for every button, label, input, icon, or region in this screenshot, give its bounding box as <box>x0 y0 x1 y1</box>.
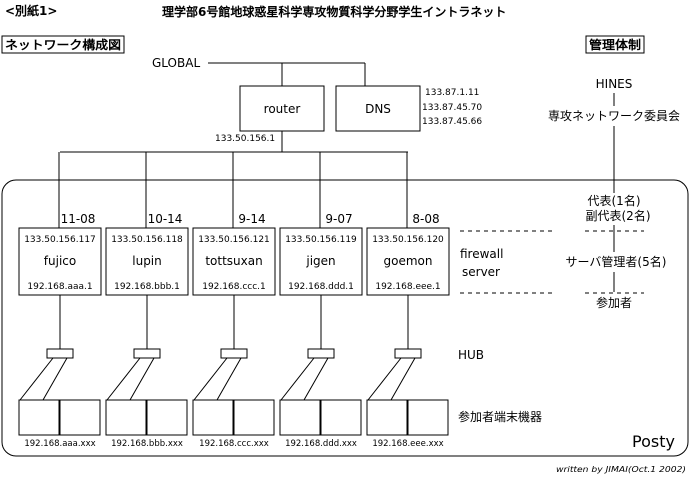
terminal-ip-range: 192.168.bbb.xxx <box>111 439 183 449</box>
page-title: 理学部6号館地球惑星科学専攻物質科学分野学生イントラネット <box>162 4 506 19</box>
dns-node <box>335 85 421 132</box>
firewall-label: firewall <box>460 247 503 261</box>
posty-label: Posty <box>632 432 675 451</box>
server-room-number: 10-14 <box>148 212 183 226</box>
hub-to-terminal-line <box>280 357 315 401</box>
hines-label: HINES <box>596 77 633 91</box>
management-heading: 管理体制 <box>589 37 641 52</box>
server-group: 11-08 133.50.156.117 fujico 192.168.aaa.1 19… <box>18 152 450 449</box>
credit-label: written by JIMAI(Oct.1 2002) <box>556 465 686 474</box>
hub-to-terminal-line <box>19 357 54 401</box>
server-lan-ip: 192.168.bbb.1 <box>114 282 180 292</box>
hub-device <box>133 348 161 359</box>
server-name: lupin <box>132 254 162 268</box>
posty-domain-boundary <box>1 179 689 457</box>
server-room-number: 11-08 <box>61 212 96 226</box>
hub-device <box>307 348 335 359</box>
server-public-ip: 133.50.156.118 <box>111 235 183 245</box>
terminal-ip-range: 192.168.ddd.xxx <box>285 439 357 449</box>
server-public-ip: 133.50.156.121 <box>198 235 270 245</box>
global-label: GLOBAL <box>152 56 200 70</box>
hub-device <box>394 348 422 359</box>
server-lan-ip: 192.168.aaa.1 <box>27 282 92 292</box>
terminal-device <box>18 399 60 436</box>
participants-label: 参加者 <box>596 295 632 310</box>
server-admin-label: サーバ管理者(5名) <box>566 254 667 269</box>
terminal-ip-range: 192.168.aaa.xxx <box>24 439 95 449</box>
server-public-ip: 133.50.156.119 <box>285 235 357 245</box>
server-lan-ip: 192.168.ccc.1 <box>202 282 266 292</box>
terminal-ip-range: 192.168.ccc.xxx <box>199 439 269 449</box>
terminal-device <box>192 399 234 436</box>
hub-device <box>46 348 74 359</box>
management-heading-box <box>585 35 645 54</box>
terminal-ip-range: 192.168.eee.xxx <box>372 439 443 449</box>
server-room-number: 9-14 <box>238 212 265 226</box>
server-node <box>366 227 450 296</box>
dns-label: DNS <box>365 102 391 116</box>
representative-label: 代表(1名) <box>588 193 641 208</box>
dns-ip-3: 133.87.45.66 <box>422 117 482 127</box>
terminal-device <box>366 399 408 436</box>
vice-representative-label: 副代表(2名) <box>586 208 651 223</box>
terminal-device <box>105 399 147 436</box>
server-node <box>279 227 363 296</box>
hub-to-terminal-line <box>106 357 141 401</box>
hub-to-terminal-line <box>303 357 329 401</box>
terminal-device <box>320 399 362 436</box>
server-public-ip: 133.50.156.117 <box>24 235 96 245</box>
terminal-device <box>146 399 188 436</box>
server-public-ip: 133.50.156.120 <box>372 235 444 245</box>
server-name: goemon <box>384 254 433 268</box>
hub-to-terminal-line <box>390 357 416 401</box>
hub-to-terminal-line <box>193 357 228 401</box>
terminal-label: 参加者端末機器 <box>458 409 542 424</box>
hub-to-terminal-line <box>216 357 242 401</box>
committee-label: 専攻ネットワーク委員会 <box>548 109 680 123</box>
server-label: server <box>462 265 500 279</box>
terminal-device <box>233 399 275 436</box>
server-name: jigen <box>305 254 335 268</box>
network-heading-box <box>1 35 125 54</box>
hub-to-terminal-line <box>129 357 155 401</box>
terminal-device <box>59 399 101 436</box>
hub-label: HUB <box>458 348 484 362</box>
server-room-number: 9-07 <box>325 212 352 226</box>
attachment-label: <別紙1> <box>5 3 57 18</box>
server-room-number: 8-08 <box>412 212 439 226</box>
network-heading: ネットワーク構成図 <box>5 37 121 52</box>
router-ip: 133.50.156.1 <box>215 134 275 144</box>
server-lan-ip: 192.168.ddd.1 <box>288 282 354 292</box>
server-name: tottsuxan <box>205 254 262 268</box>
server-node <box>192 227 276 296</box>
router-label: router <box>264 102 301 116</box>
hub-device <box>220 348 248 359</box>
dns-ip-1: 133.87.1.11 <box>425 88 479 98</box>
terminal-device <box>279 399 321 436</box>
server-lan-ip: 192.168.eee.1 <box>375 282 440 292</box>
terminal-device <box>407 399 449 436</box>
server-name: fujico <box>44 254 76 268</box>
hub-to-terminal-line <box>367 357 402 401</box>
router-node <box>239 85 325 132</box>
server-node <box>105 227 189 296</box>
dns-ip-2: 133.87.45.70 <box>422 103 482 113</box>
hub-to-terminal-line <box>42 357 68 401</box>
